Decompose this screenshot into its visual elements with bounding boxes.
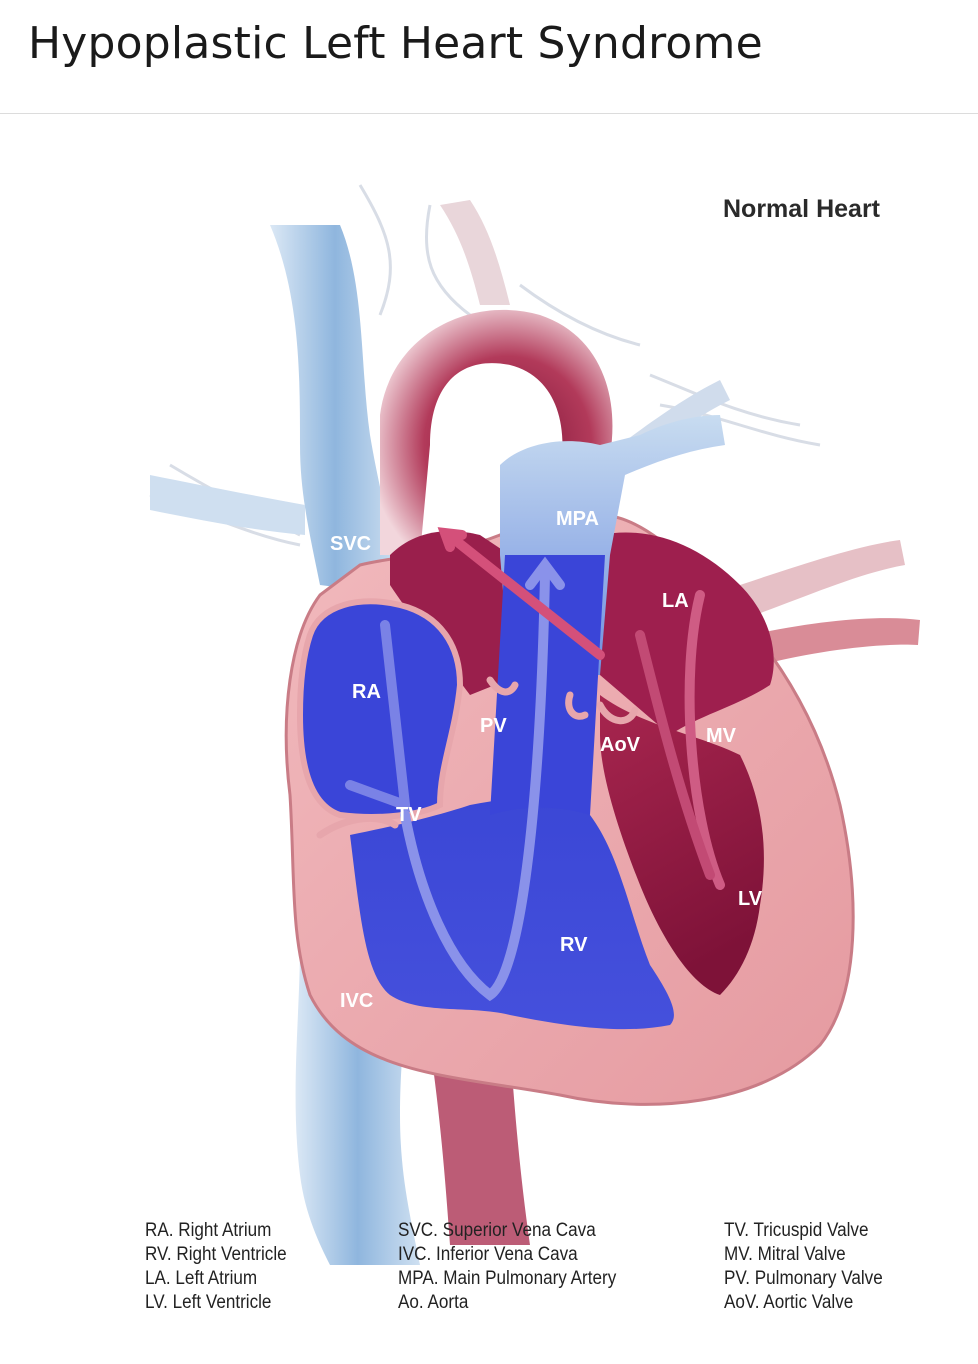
superior-vena-cava [270, 225, 400, 595]
svc-side-branch [150, 475, 305, 535]
mpa-outflow [490, 555, 605, 815]
legend-item: MV. Mitral Valve [724, 1244, 846, 1265]
legend-column-chambers: RA. Right Atrium RV. Right Ventricle LA.… [145, 1219, 302, 1315]
label-mpa: MPA [556, 508, 599, 530]
flow-arrows [345, 527, 725, 1002]
heart-diagram-figure: Normal Heart Ao MPA SVC LA RA PV AoV MV … [0, 115, 978, 1364]
page-title: Hypoplastic Left Heart Syndrome [28, 18, 763, 69]
page-header: Hypoplastic Left Heart Syndrome [0, 0, 978, 114]
legend-column-vessels: SVC. Superior Vena Cava IVC. Inferior Ve… [398, 1219, 641, 1315]
label-svc: SVC [330, 533, 371, 555]
aortic-branch [440, 200, 510, 305]
valves [316, 676, 639, 839]
legend-column-valves: TV. Tricuspid Valve MV. Mitral Valve PV.… [724, 1219, 900, 1315]
label-ao: Ao [433, 484, 460, 506]
right-ventricle-chamber [350, 798, 674, 1030]
legend-item: RA. Right Atrium [145, 1220, 272, 1241]
descending-aorta [430, 1045, 530, 1245]
legend-item: PV. Pulmonary Valve [724, 1268, 883, 1289]
label-tv: TV [396, 804, 422, 826]
right-atrium-chamber [296, 598, 464, 820]
label-lv: LV [738, 888, 763, 910]
label-aov: AoV [600, 734, 641, 756]
label-mv: MV [706, 725, 737, 747]
aortic-arch [380, 309, 613, 555]
legend-item: RV. Right Ventricle [145, 1244, 287, 1265]
legend-item: LV. Left Ventricle [145, 1292, 272, 1313]
label-pv: PV [480, 715, 507, 737]
legend-item: SVC. Superior Vena Cava [398, 1220, 596, 1241]
left-atrium-chamber [600, 532, 774, 735]
label-la: LA [662, 590, 689, 612]
left-ventricle-chamber [600, 695, 764, 995]
legend-item: Ao. Aorta [398, 1292, 469, 1313]
legend-item: MPA. Main Pulmonary Artery [398, 1268, 617, 1289]
label-rv: RV [560, 934, 588, 956]
label-ivc: IVC [340, 990, 373, 1012]
diagram-title: Normal Heart [723, 195, 881, 223]
heart-illustration: Normal Heart Ao MPA SVC LA RA PV AoV MV … [149, 184, 920, 1265]
label-ra: RA [352, 681, 381, 703]
legend-item: TV. Tricuspid Valve [724, 1220, 869, 1241]
legend-item: AoV. Aortic Valve [724, 1292, 854, 1313]
legend-item: IVC. Inferior Vena Cava [398, 1244, 578, 1265]
legend-item: LA. Left Atrium [145, 1268, 258, 1289]
